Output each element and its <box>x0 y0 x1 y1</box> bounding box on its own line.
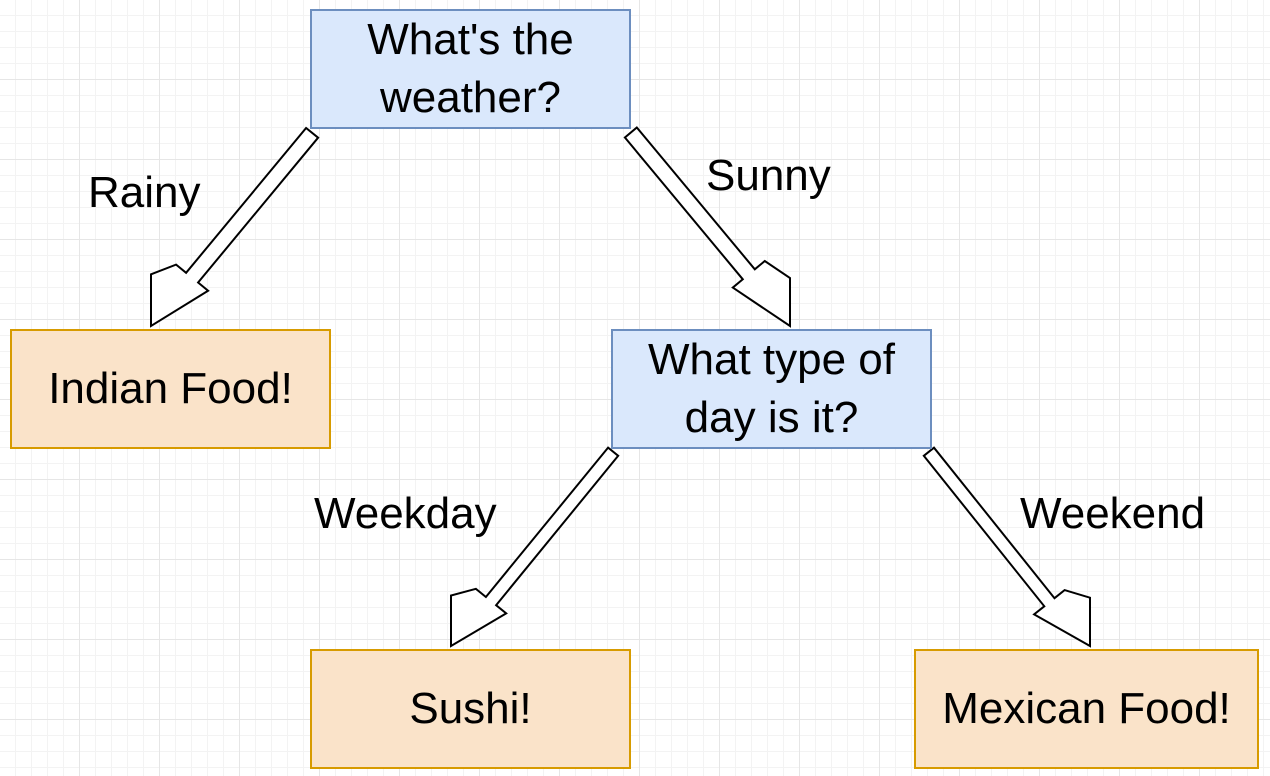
arrow-sunny <box>623 126 791 328</box>
edge-label-weekend: Weekend <box>1020 489 1206 538</box>
arrow-weekday <box>450 446 620 648</box>
day-type-question-node: What type of day is it? <box>611 329 932 449</box>
edge-label-weekday: Weekday <box>314 489 497 538</box>
sushi-node: Sushi! <box>310 649 631 769</box>
arrow-weekend <box>922 446 1091 648</box>
root-question-label: What's the weather? <box>367 14 574 122</box>
mexican-food-node: Mexican Food! <box>914 649 1259 769</box>
edge-label-sunny: Sunny <box>706 151 831 200</box>
edge-label-rainy: Rainy <box>88 168 201 217</box>
sushi-label: Sushi! <box>409 683 532 733</box>
day-type-question-label: What type of day is it? <box>647 334 895 442</box>
mexican-food-label: Mexican Food! <box>942 683 1231 733</box>
indian-food-label: Indian Food! <box>48 363 293 413</box>
indian-food-node: Indian Food! <box>10 329 331 449</box>
root-question-node: What's the weather? <box>310 9 631 129</box>
arrow-rainy <box>150 126 320 328</box>
